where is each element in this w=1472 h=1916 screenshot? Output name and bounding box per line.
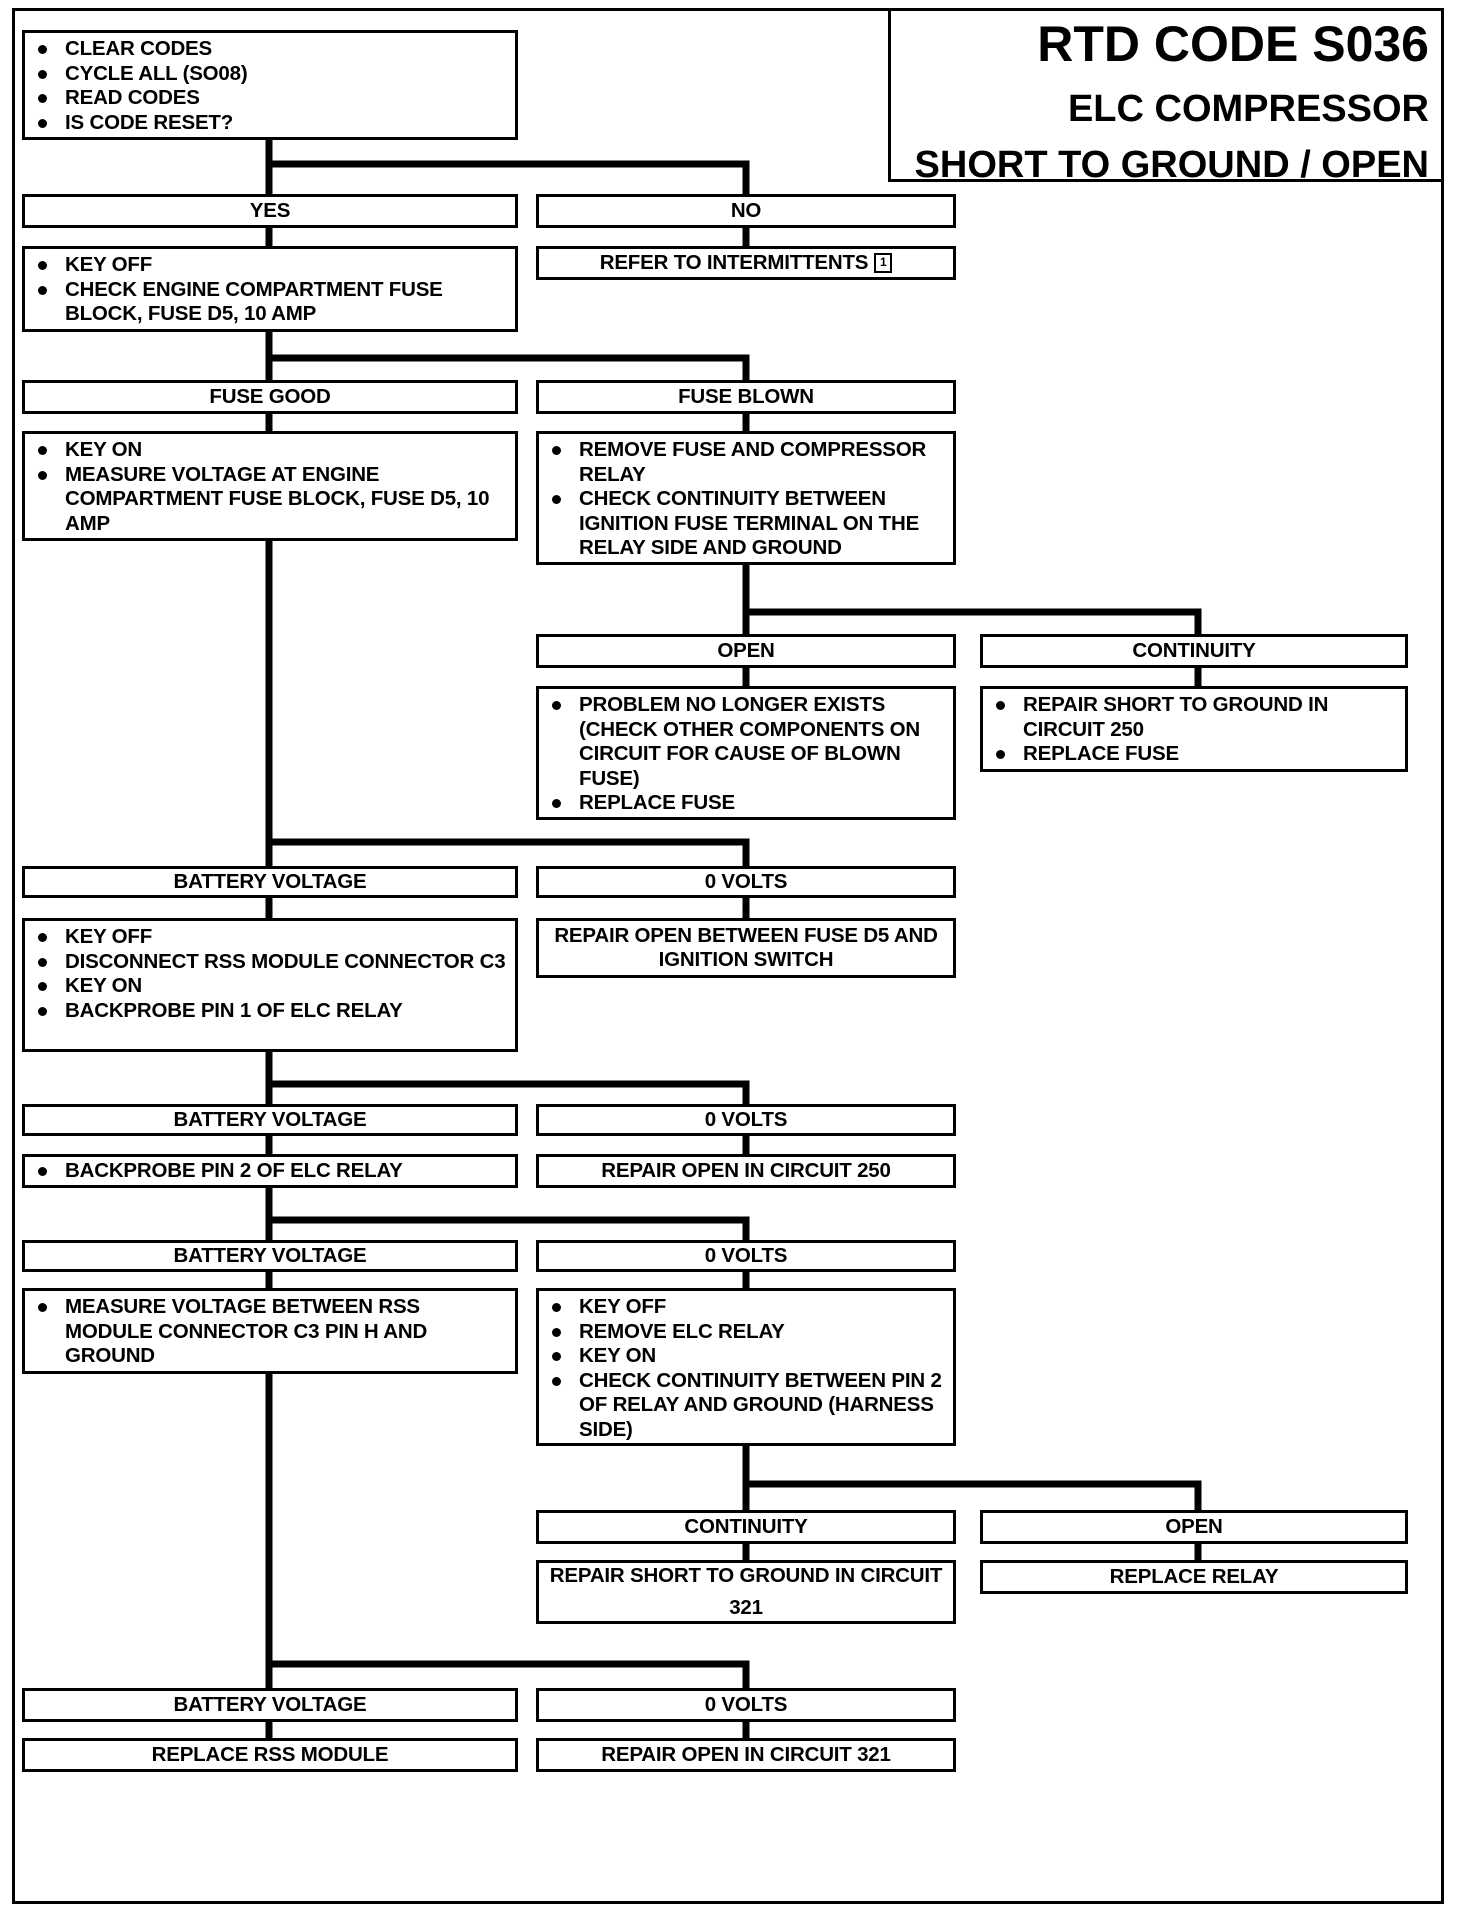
- node-backprobe-pin2: BACKPROBE PIN 2 OF ELC RELAY: [22, 1154, 518, 1188]
- step: REPLACE FUSE: [552, 791, 947, 816]
- label-open-1: OPEN: [536, 634, 956, 668]
- node-repair-short-250: REPAIR SHORT TO GROUND IN CIRCUIT 250 RE…: [980, 686, 1408, 772]
- node-remove-relay: KEY OFF REMOVE ELC RELAY KEY ON CHECK CO…: [536, 1288, 956, 1446]
- diagram-title-block: RTD CODE S036 ELC COMPRESSOR SHORT TO GR…: [888, 8, 1444, 186]
- step: CHECK CONTINUITY BETWEEN IGNITION FUSE T…: [552, 487, 947, 561]
- step: PROBLEM NO LONGER EXISTS (CHECK OTHER CO…: [552, 693, 947, 791]
- step: MEASURE VOLTAGE AT ENGINE COMPARTMENT FU…: [38, 463, 509, 537]
- node-measure-fuse: KEY ON MEASURE VOLTAGE AT ENGINE COMPART…: [22, 431, 518, 541]
- label-fuse-blown: FUSE BLOWN: [536, 380, 956, 414]
- step: KEY ON: [38, 974, 509, 999]
- start-step: IS CODE RESET?: [38, 111, 509, 136]
- label-continuity-1: CONTINUITY: [980, 634, 1408, 668]
- start-step: READ CODES: [38, 86, 509, 111]
- step: REMOVE ELC RELAY: [552, 1320, 947, 1345]
- step: CHECK CONTINUITY BETWEEN PIN 2 OF RELAY …: [552, 1369, 947, 1443]
- node-check-fuse: KEY OFF CHECK ENGINE COMPARTMENT FUSE BL…: [22, 246, 518, 332]
- step: KEY ON: [38, 438, 509, 463]
- label-battery-voltage-4: BATTERY VOLTAGE: [22, 1688, 518, 1722]
- node-remove-fuse: REMOVE FUSE AND COMPRESSOR RELAY CHECK C…: [536, 431, 956, 565]
- label-0-volts-3: 0 VOLTS: [536, 1240, 956, 1272]
- label-continuity-2: CONTINUITY: [536, 1510, 956, 1544]
- step: KEY OFF: [38, 925, 509, 950]
- step: KEY OFF: [38, 253, 509, 278]
- node-replace-relay: REPLACE RELAY: [980, 1560, 1408, 1594]
- label-0-volts-2: 0 VOLTS: [536, 1104, 956, 1136]
- title-fault: SHORT TO GROUND / OPEN: [914, 144, 1429, 186]
- label-no: NO: [536, 194, 956, 228]
- step: BACKPROBE PIN 1 OF ELC RELAY: [38, 999, 509, 1024]
- page-border: [12, 8, 1444, 1904]
- step: KEY OFF: [552, 1295, 947, 1320]
- label-0-volts-1: 0 VOLTS: [536, 866, 956, 898]
- label-battery-voltage-3: BATTERY VOLTAGE: [22, 1240, 518, 1272]
- step: MEASURE VOLTAGE BETWEEN RSS MODULE CONNE…: [38, 1295, 509, 1369]
- intermittents-text: REFER TO INTERMITTENTS: [599, 250, 869, 274]
- node-repair-open-321: REPAIR OPEN IN CIRCUIT 321: [536, 1738, 956, 1772]
- start-step: CLEAR CODES: [38, 37, 509, 62]
- node-measure-c3: MEASURE VOLTAGE BETWEEN RSS MODULE CONNE…: [22, 1288, 518, 1374]
- node-repair-short-321: REPAIR SHORT TO GROUND IN CIRCUIT 321: [536, 1560, 956, 1624]
- label-fuse-good: FUSE GOOD: [22, 380, 518, 414]
- label-battery-voltage-1: BATTERY VOLTAGE: [22, 866, 518, 898]
- node-repair-open-d5: REPAIR OPEN BETWEEN FUSE D5 AND IGNITION…: [536, 918, 956, 978]
- step: REPAIR SHORT TO GROUND IN CIRCUIT 250: [996, 693, 1399, 742]
- label-yes: YES: [22, 194, 518, 228]
- title-component: ELC COMPRESSOR: [1067, 88, 1429, 130]
- node-refer-intermittents: REFER TO INTERMITTENTS 1: [536, 246, 956, 280]
- step: REPLACE FUSE: [996, 742, 1399, 767]
- step: REMOVE FUSE AND COMPRESSOR RELAY: [552, 438, 947, 487]
- label-0-volts-4: 0 VOLTS: [536, 1688, 956, 1722]
- reference-icon: 1: [874, 253, 893, 273]
- label-open-2: OPEN: [980, 1510, 1408, 1544]
- step: KEY ON: [552, 1344, 947, 1369]
- step: BACKPROBE PIN 2 OF ELC RELAY: [38, 1159, 509, 1184]
- label-battery-voltage-2: BATTERY VOLTAGE: [22, 1104, 518, 1136]
- node-start: CLEAR CODES CYCLE ALL (SO08) READ CODES …: [22, 30, 518, 140]
- step: DISCONNECT RSS MODULE CONNECTOR C3: [38, 950, 509, 975]
- step: CHECK ENGINE COMPARTMENT FUSE BLOCK, FUS…: [38, 278, 509, 327]
- start-step: CYCLE ALL (SO08): [38, 62, 509, 87]
- node-repair-open-250: REPAIR OPEN IN CIRCUIT 250: [536, 1154, 956, 1188]
- node-disconnect-rss: KEY OFF DISCONNECT RSS MODULE CONNECTOR …: [22, 918, 518, 1052]
- title-code: RTD CODE S036: [1037, 16, 1429, 72]
- node-replace-rss-module: REPLACE RSS MODULE: [22, 1738, 518, 1772]
- node-problem-gone: PROBLEM NO LONGER EXISTS (CHECK OTHER CO…: [536, 686, 956, 820]
